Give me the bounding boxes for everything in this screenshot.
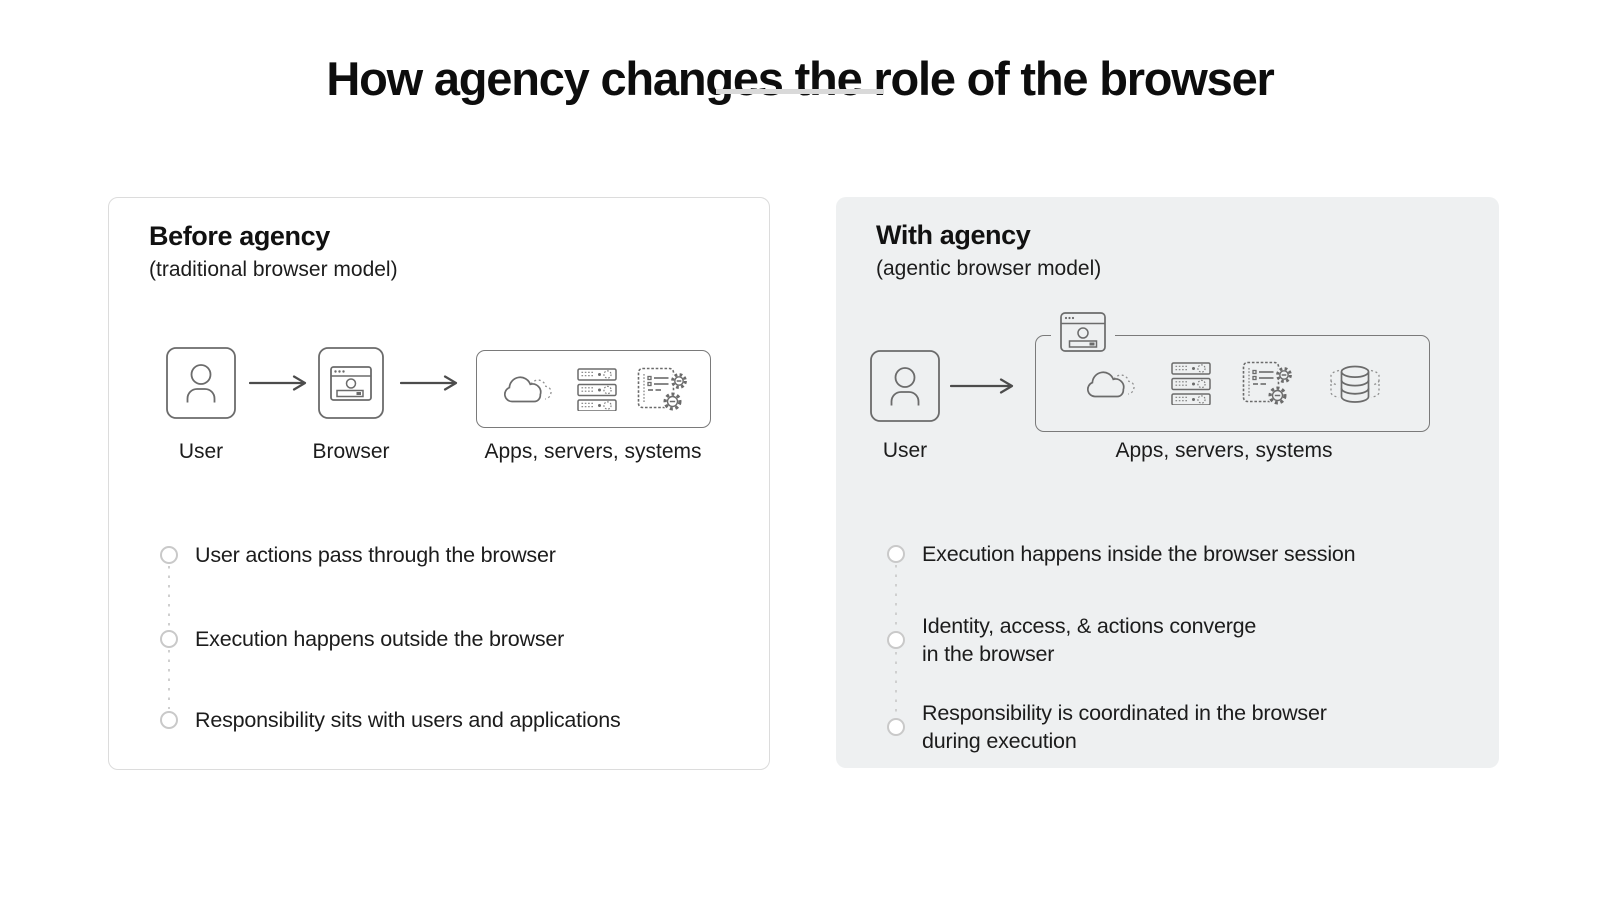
document-gear-icon [1242,361,1294,406]
bullet-item: Execution happens outside the browser [160,625,750,653]
dotted-connector [168,566,170,628]
bullet-item: Responsibility is coordinated in the bro… [887,699,1477,755]
arrow-right-icon [249,372,307,394]
bullet-item: User actions pass through the browser [160,541,750,569]
bullet-text: Identity, access, & actions converge in … [922,614,1257,666]
user-icon [870,350,940,422]
bullet-item: Responsibility sits with users and appli… [160,706,750,734]
database-icon [1326,363,1384,405]
dotted-connector [895,652,897,714]
before-agency-panel: Before agency (traditional browser model… [108,197,770,770]
server-stack-icon [576,367,617,411]
browser-session-box [1035,335,1430,432]
bullet-text: Responsibility sits with users and appli… [195,708,621,732]
apps-servers-systems-box [476,350,711,428]
circle-bullet-icon [887,631,905,649]
browser-label: Browser [312,440,390,463]
user-label: User [178,440,224,463]
bullet-item: Identity, access, & actions converge in … [887,612,1477,668]
cloud-icon [498,372,556,406]
server-stack-icon [1171,362,1211,405]
circle-bullet-icon [160,711,178,729]
circle-bullet-icon [160,630,178,648]
circle-bullet-icon [160,546,178,564]
apps-label: Apps, servers, systems [1115,439,1333,462]
bullet-text: Execution happens outside the browser [195,627,565,651]
circle-bullet-icon [887,718,905,736]
page-title: How agency changes the role of the brows… [326,52,1274,106]
document-gear-icon [637,367,689,412]
panel-heading: Before agency [149,221,330,251]
arrow-right-icon [950,375,1014,397]
dotted-connector [895,565,897,629]
with-agency-panel: With agency (agentic browser model) [836,197,1499,768]
bullet-text: User actions pass through the browser [195,543,556,567]
user-icon [166,347,236,419]
panel-subheading: (traditional browser model) [149,258,398,281]
panel-subheading: (agentic browser model) [876,257,1102,280]
cloud-icon [1081,367,1139,401]
title-divider [716,89,884,94]
arrow-right-icon [400,372,458,394]
panel-heading: With agency [876,220,1031,250]
circle-bullet-icon [887,545,905,563]
browser-window-icon [318,347,384,419]
bullet-text: Execution happens inside the browser ses… [922,542,1356,566]
apps-label: Apps, servers, systems [484,440,702,463]
dotted-connector [168,650,170,709]
browser-window-icon [1051,309,1115,355]
bullet-item: Execution happens inside the browser ses… [887,540,1477,568]
user-label: User [882,439,928,462]
bullet-text: Responsibility is coordinated in the bro… [922,701,1327,753]
